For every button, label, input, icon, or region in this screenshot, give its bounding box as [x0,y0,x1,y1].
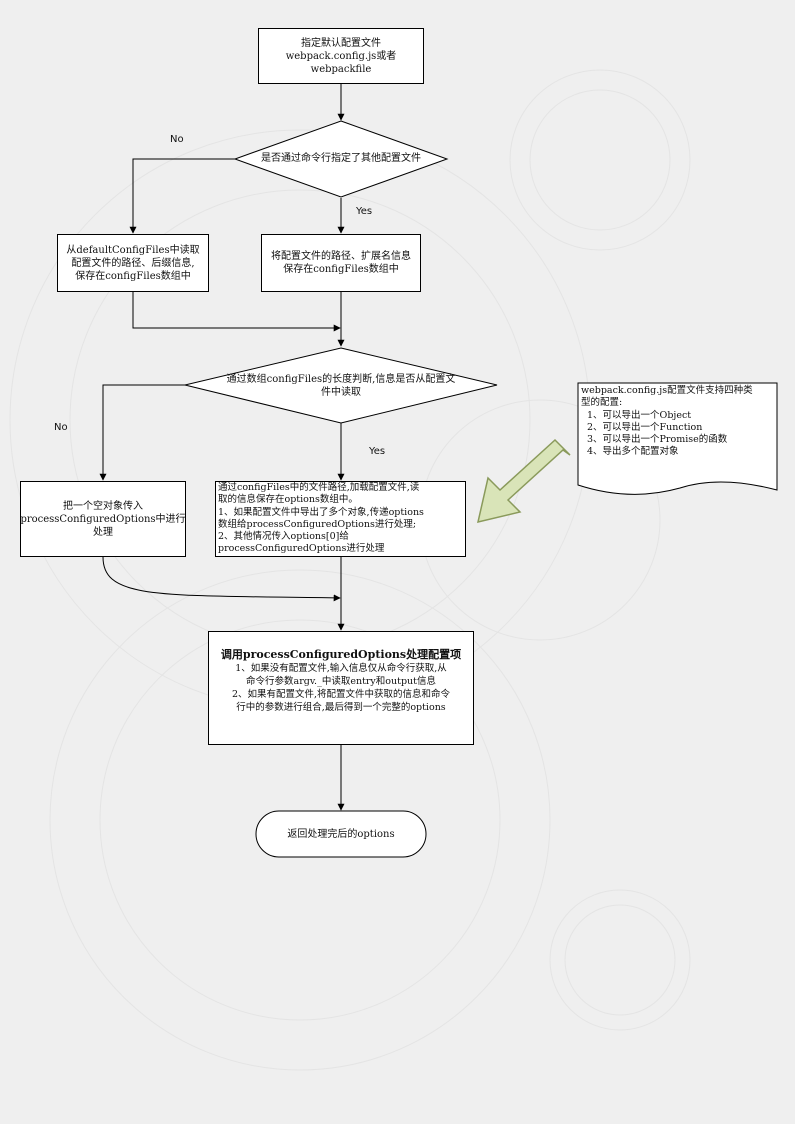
start-box-line-3: webpackfile [310,63,372,75]
process-box-line-1: 1、如果没有配置文件,输入信息仅从命令行获取,从 [235,663,447,674]
start-box: 指定默认配置文件 webpack.config.js或者 webpackfile [258,28,424,84]
decision2-line-1: 通过数组configFiles的长度判断,信息是否从配置文 [226,374,456,385]
end-terminal-text: 返回处理完后的options [287,829,395,840]
connector-lines [99,84,345,811]
note-line-6: 4、导出多个配置对象 [587,446,679,458]
process-box-line-2: 命令行参数argv._中读取entry和output信息 [246,676,436,687]
right-box-1-line-1: 将配置文件的路径、扩展名信息 [271,251,411,262]
note-line-4: 2、可以导出一个Function [587,421,703,433]
left-box-2-line-3: 处理 [93,526,113,538]
decision1-yes-label: Yes [356,206,373,217]
left-box-2: 把一个空对象传入 processConfiguredOptions中进行 处理 [20,481,186,557]
left-box-1-line-2: 配置文件的路径、后缀信息, [71,257,195,269]
decision2-no-label: No [54,422,68,433]
note-line-1: webpack.config.js配置文件支持四种类 [581,385,753,396]
decision1-diamond [233,120,449,198]
left-box-2-line-2: processConfiguredOptions中进行 [20,513,186,525]
arrow-decision2-no [99,384,195,481]
right-box-1-line-2: 保存在configFiles数组中 [283,264,399,275]
callout-arrow-icon [477,438,571,524]
arrow-decision1-no [129,158,235,234]
right-box-2-line-4: 数组给processConfiguredOptions进行处理; [218,518,417,530]
start-box-line-2: webpack.config.js或者 [285,50,397,62]
right-box-2-line-1: 通过configFiles中的文件路径,加载配置文件,读 [218,482,420,493]
decision2-text: 通过数组configFiles的长度判断,信息是否从配置文 件中读取 [205,373,477,399]
arrow-left-box1-merge [132,292,341,332]
decision2-line-2: 件中读取 [321,387,361,398]
right-box-2-line-5: 2、其他情况传入options[0]给 [218,531,349,543]
left-box-1: 从defaultConfigFiles中读取 配置文件的路径、后缀信息, 保存在… [57,234,209,292]
note-shape [577,382,778,495]
note-line-2: 型的配置: [581,397,623,409]
process-box: 调用processConfiguredOptions处理配置项 1、如果没有配置… [208,631,474,745]
background-watermark [9,69,691,1071]
process-box-line-3: 2、如果有配置文件,将配置文件中获取的信息和命令 [231,689,451,700]
right-box-2-line-3: 1、如果配置文件中导出了多个对象,传递options [218,506,424,518]
decision1-text: 是否通过命令行指定了其他配置文件 [261,153,421,164]
start-box-line-1: 指定默认配置文件 [301,37,381,49]
end-terminal-shape [255,810,427,858]
left-box-1-line-1: 从defaultConfigFiles中读取 [66,244,200,256]
arrow-left-box2-curve [102,556,341,602]
process-box-title: 调用processConfiguredOptions处理配置项 [220,648,462,661]
right-box-2-line-2: 取的信息保存在options数组中。 [218,494,358,506]
decision2-diamond [184,347,498,424]
note-line-3: 1、可以导出一个Object [587,409,692,421]
right-box-2-line-6: processConfiguredOptions进行处理 [218,543,385,555]
decision1-no-label: No [170,134,184,145]
left-box-1-line-3: 保存在configFiles数组中 [75,270,191,282]
process-box-line-4: 行中的参数进行组合,最后得到一个完整的options [236,702,446,713]
note-text: webpack.config.js配置文件支持四种类 型的配置: 1、可以导出一… [581,385,775,459]
decision2-yes-label: Yes [369,446,386,457]
left-box-2-line-1: 把一个空对象传入 [63,500,143,512]
note-line-5: 3、可以导出一个Promise的函数 [587,434,728,446]
right-box-1: 将配置文件的路径、扩展名信息 保存在configFiles数组中 [261,234,421,292]
right-box-2: 通过configFiles中的文件路径,加载配置文件,读 取的信息保存在opti… [215,481,466,557]
